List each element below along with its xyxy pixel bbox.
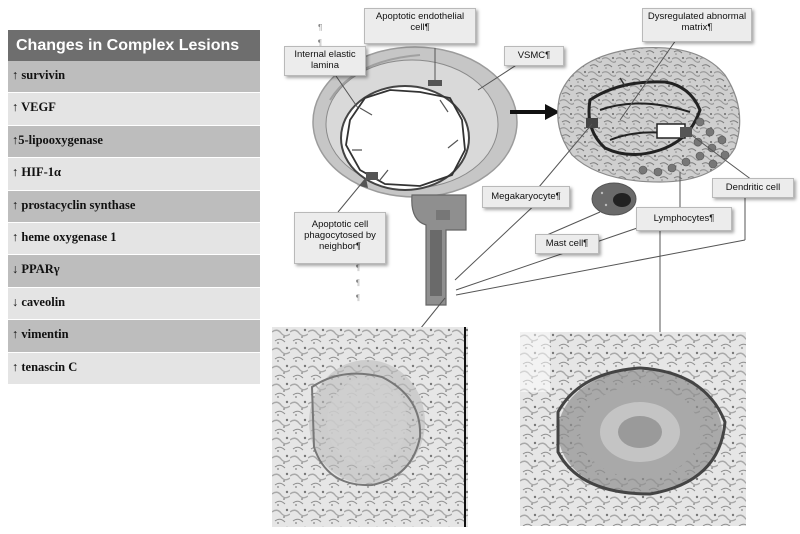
changes-list: ↑ survivin ↑ VEGF ↑5-lipooxygenase ↑ HIF… — [8, 61, 260, 385]
pilcrow-mark: ¶ — [356, 293, 360, 302]
callout-text: VSMC¶ — [517, 50, 551, 61]
progression-arrow — [510, 104, 560, 120]
callout-megakaryocyte: Megakaryocyte¶ — [482, 186, 570, 208]
change-row: ↑ HIF-1α — [8, 158, 260, 191]
vessel-right — [557, 46, 741, 183]
callout-text: Apoptotic cell phagocytosed by neighbor¶ — [304, 219, 376, 252]
pilcrow-mark: ¶ — [356, 278, 360, 287]
callout-text: Megakaryocyte¶ — [491, 191, 561, 202]
pilcrow-mark: ¶ — [318, 23, 322, 32]
change-row: ↓ PPARγ — [8, 255, 260, 288]
callout-mast-cell: Mast cell¶ — [535, 234, 599, 254]
callout-text: Internal elastic lamina — [294, 49, 356, 71]
callout-dysregulated-matrix: Dysregulated abnormal matrix¶ — [642, 8, 752, 42]
change-row: ↑ VEGF — [8, 93, 260, 126]
micrograph-left — [272, 327, 468, 527]
vessel-left — [312, 46, 518, 198]
callout-text: Dendritic cell — [725, 182, 781, 193]
callout-apoptotic-phagocytosed: Apoptotic cell phagocytosed by neighbor¶ — [294, 212, 386, 264]
callout-apoptotic-endothelial: Apoptotic endothelial cell¶ — [364, 8, 476, 44]
change-row: ↓ caveolin — [8, 287, 260, 321]
change-row: ↑ prostacyclin synthase — [8, 190, 260, 223]
change-row: ↑ tenascin C — [8, 352, 260, 385]
changes-panel: Changes in Complex Lesions ↑ survivin ↑ … — [8, 30, 260, 385]
lymphocyte-dots — [638, 117, 730, 177]
mast-cell — [591, 182, 637, 216]
megakaryocyte-shape — [411, 194, 467, 306]
change-row: ↑ vimentin — [8, 320, 260, 353]
callout-vsmc: VSMC¶ — [504, 46, 564, 66]
callout-text: Apoptotic endothelial cell¶ — [375, 11, 465, 33]
pilcrow-mark: ¶ — [356, 263, 360, 272]
change-row: ↑5-lipooxygenase — [8, 125, 260, 159]
callout-text: Mast cell¶ — [545, 238, 589, 249]
callout-dendritic-cell: Dendritic cell — [712, 178, 794, 198]
callout-lymphocytes: Lymphocytes¶ — [636, 207, 732, 231]
change-row: ↑ survivin — [8, 61, 260, 94]
callout-text: Dysregulated abnormal matrix¶ — [647, 11, 747, 33]
change-row: ↑ heme oxygenase 1 — [8, 222, 260, 256]
callout-internal-elastic-lamina: Internal elastic lamina — [284, 46, 366, 76]
panel-header: Changes in Complex Lesions — [8, 30, 260, 61]
pilcrow-mark: ¶ — [318, 38, 322, 47]
micrograph-right — [520, 332, 746, 526]
callout-text: Lymphocytes¶ — [653, 213, 715, 224]
